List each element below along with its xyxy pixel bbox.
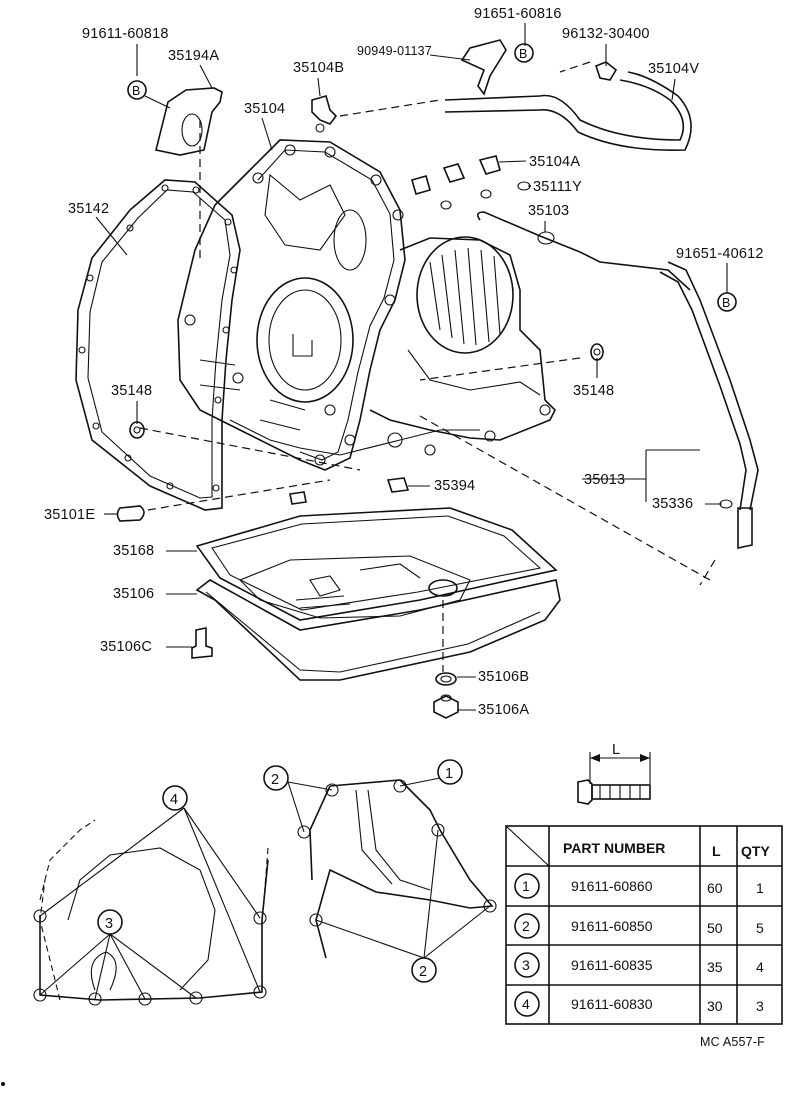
- label-35103: 35103: [528, 203, 569, 219]
- label-35106A: 35106A: [478, 702, 529, 718]
- dashed-assembly-lines: [139, 61, 716, 672]
- right-flange-view: 2 1 2: [263, 759, 497, 983]
- plugs-35104A: [411, 155, 531, 210]
- table-cell-qty: 4: [756, 959, 764, 975]
- label-35148-right: 35148: [573, 383, 614, 399]
- b-marker-top: B: [514, 43, 534, 63]
- label-35104V: 35104V: [648, 61, 699, 77]
- label-90949-01137: 90949-01137: [357, 44, 432, 58]
- table-cell-length: 35: [707, 959, 723, 975]
- label-91651-40612: 91651-40612: [676, 246, 764, 262]
- fitting-35104B: [311, 95, 338, 133]
- transmission-case-35104: [177, 139, 556, 471]
- oil-pan-35106: [195, 555, 561, 681]
- bolt-35106C: [191, 627, 213, 659]
- callout-3: 3: [105, 916, 113, 932]
- table-cell-part-number: 91611-60850: [571, 918, 653, 934]
- table-header-part-number: PART NUMBER: [563, 840, 665, 856]
- label-35106: 35106: [113, 586, 154, 602]
- table-row-ref: 2: [522, 918, 530, 934]
- clamp-90949-01137: [460, 39, 507, 96]
- label-35106C: 35106C: [100, 639, 152, 655]
- table-header-qty: QTY: [741, 843, 770, 859]
- drain-plug-35106A: [433, 694, 459, 719]
- callout-2-bottom: 2: [419, 964, 427, 980]
- svg-text:B: B: [132, 84, 141, 98]
- callout-2-top: 2: [271, 772, 279, 788]
- table-cell-qty: 3: [756, 998, 764, 1014]
- label-35142: 35142: [68, 201, 109, 217]
- left-flange-view: 4 3: [33, 785, 269, 1006]
- label-35101E: 35101E: [44, 507, 95, 523]
- label-96132-30400: 96132-30400: [562, 26, 650, 42]
- filler-tube-35013: [659, 261, 759, 549]
- label-35104B: 35104B: [293, 60, 344, 76]
- callout-1: 1: [445, 766, 453, 782]
- table-cell-qty: 5: [756, 920, 764, 936]
- label-91611-60818: 91611-60818: [82, 26, 169, 42]
- case-gasket-35142: [75, 179, 241, 511]
- svg-text:B: B: [519, 47, 528, 61]
- table-cell-part-number: 91611-60830: [571, 996, 653, 1012]
- bracket-35194A: [155, 87, 223, 156]
- label-35336: 35336: [652, 496, 693, 512]
- table-cell-qty: 1: [756, 880, 764, 896]
- label-35104: 35104: [244, 101, 285, 117]
- table-cell-part-number: 91611-60835: [571, 957, 653, 973]
- label-35104A: 35104A: [529, 154, 580, 170]
- table-cell-length: 30: [707, 998, 723, 1014]
- b-marker-left: B: [127, 80, 147, 100]
- plug-35148-left: [129, 421, 145, 439]
- label-35394: 35394: [434, 478, 475, 494]
- bolt-table: PART NUMBER L QTY 1 91611-60860 60 1 2 9…: [505, 825, 783, 1025]
- table-cell-length: 60: [707, 880, 723, 896]
- callout-4: 4: [170, 792, 178, 808]
- label-35194A: 35194A: [168, 48, 219, 64]
- b-marker-right: B: [717, 292, 737, 312]
- gasket-bolt-holes: [78, 184, 238, 492]
- washer-35106B: [435, 672, 457, 686]
- hose-35104V: [444, 61, 692, 151]
- figure-code: MC A557-F: [700, 1035, 765, 1049]
- label-35013: 35013: [584, 472, 625, 488]
- svg-text:B: B: [722, 296, 731, 310]
- table-row-ref: 1: [522, 878, 530, 894]
- plug-35101E: [116, 505, 145, 522]
- table-row-ref: 4: [522, 996, 530, 1012]
- table-header-length: L: [712, 843, 721, 859]
- table-cell-length: 50: [707, 920, 723, 936]
- length-marker-L: L: [612, 742, 620, 758]
- plug-35148-right: [590, 343, 604, 361]
- label-35111Y: 35111Y: [533, 179, 582, 195]
- table-cell-part-number: 91611-60860: [571, 878, 653, 894]
- table-row-ref: 3: [522, 957, 530, 973]
- label-91651-60816: 91651-60816: [474, 6, 562, 22]
- label-35168: 35168: [113, 543, 154, 559]
- magnets-35394: [289, 477, 410, 505]
- bolt-length-graphic: L: [577, 742, 651, 805]
- dipstick-35103: [476, 211, 691, 291]
- label-35106B: 35106B: [478, 669, 529, 685]
- pan-gasket-35168: [195, 507, 558, 621]
- label-35148-left: 35148: [111, 383, 152, 399]
- leader-lines: [95, 23, 728, 711]
